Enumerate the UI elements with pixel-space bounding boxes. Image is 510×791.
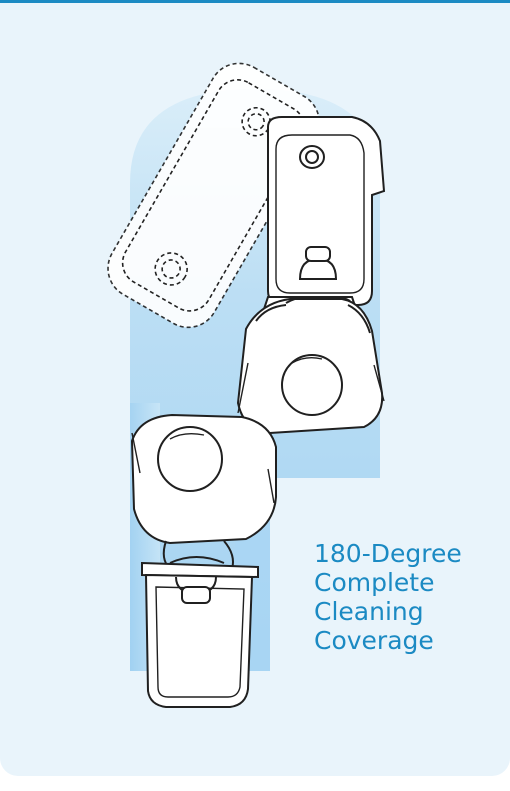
cleaning-coverage-diagram bbox=[0, 3, 510, 776]
coverage-caption: 180-Degree Complete Cleaning Coverage bbox=[314, 539, 484, 655]
caption-line-1: 180-Degree bbox=[314, 539, 484, 568]
middle-scrubber bbox=[264, 117, 384, 309]
middle-operator bbox=[238, 297, 384, 433]
caption-line-2: Complete bbox=[314, 568, 484, 597]
caption-line-3: Cleaning bbox=[314, 597, 484, 626]
caption-line-4: Coverage bbox=[314, 626, 484, 655]
end-scrubber bbox=[142, 557, 258, 707]
